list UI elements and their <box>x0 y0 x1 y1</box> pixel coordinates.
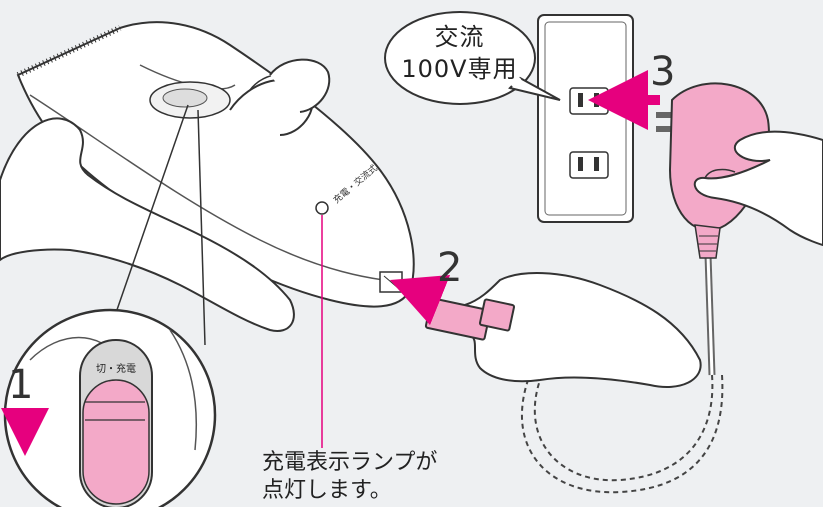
speech-bubble <box>384 11 561 105</box>
switch-label: 切・充電 <box>96 364 136 375</box>
zoom-line <box>197 109 206 346</box>
plug-hand <box>452 272 702 388</box>
zoom-line <box>109 104 189 331</box>
caption-line1: 充電表示ランプが <box>262 450 438 475</box>
adapter-cord <box>521 254 724 494</box>
right-hand <box>693 130 823 247</box>
hair-clipper <box>16 21 415 308</box>
step-number-2: 2 <box>437 245 463 291</box>
arrow-2 <box>389 274 451 326</box>
caption-line2: 点灯します。 <box>262 478 392 503</box>
bubble-text-line2: 100V専用 <box>401 55 518 83</box>
bubble-text-line1: 交流 <box>434 23 485 51</box>
step-number-3: 3 <box>650 49 676 95</box>
charge-lamp-icon <box>315 201 329 215</box>
wall-outlet <box>537 14 634 223</box>
switch-magnifier <box>3 308 217 507</box>
step-number-1: 1 <box>8 362 34 408</box>
